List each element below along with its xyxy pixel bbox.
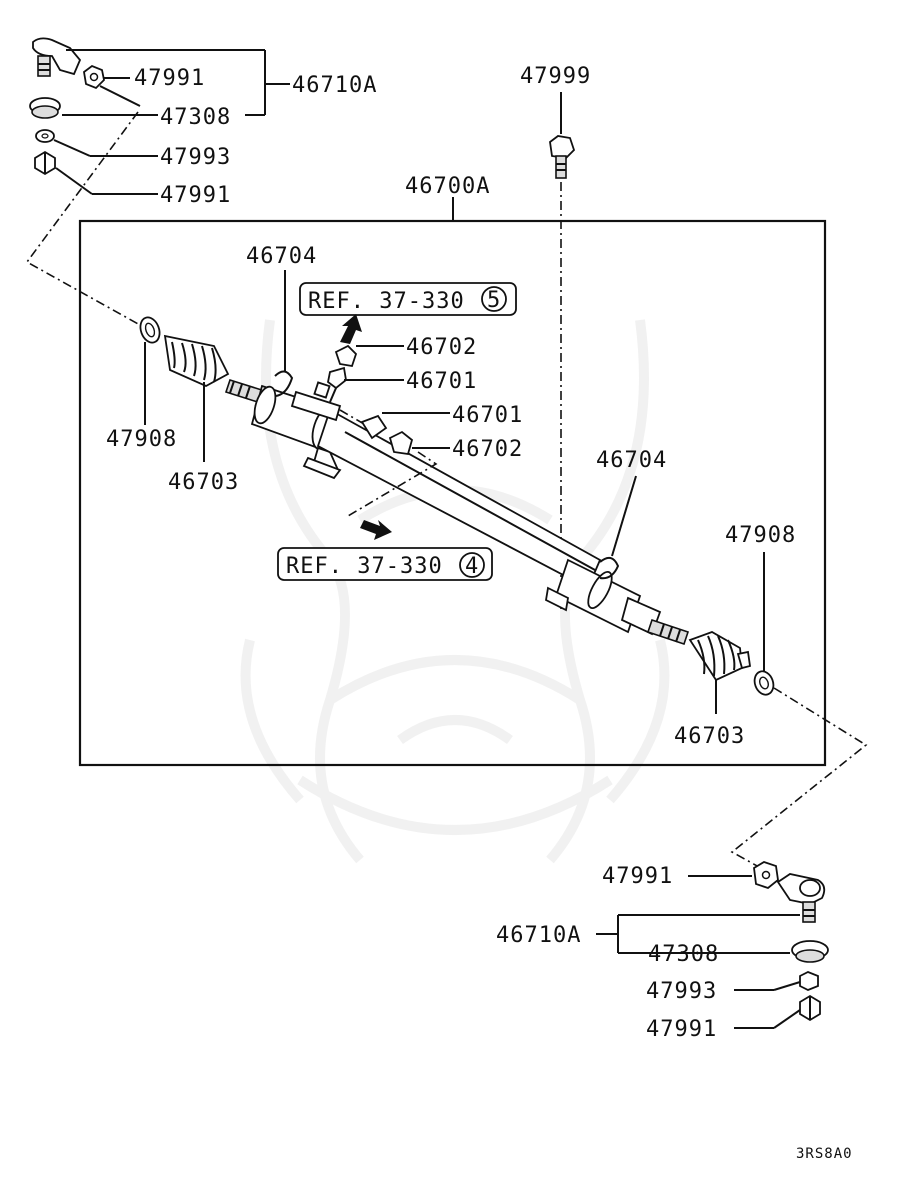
label-46702-lower: 46702 bbox=[452, 437, 523, 462]
label-47991-br-b: 47991 bbox=[646, 1017, 717, 1042]
left-clip-icon bbox=[139, 316, 161, 344]
assembly-label: 46700A bbox=[405, 174, 490, 199]
dashed-leader-right bbox=[730, 687, 868, 873]
ref-box-upper[interactable]: REF. 37-330 5 bbox=[299, 282, 517, 316]
label-47999: 47999 bbox=[520, 64, 591, 89]
label-46702-upper: 46702 bbox=[406, 335, 477, 360]
washer-icon-br bbox=[799, 971, 819, 991]
steering-rack-housing bbox=[224, 379, 690, 646]
boot-icon-br bbox=[791, 940, 829, 963]
nut-icon bbox=[83, 64, 105, 90]
left-bellows-icon bbox=[163, 334, 230, 388]
ref-box-lower[interactable]: REF. 37-330 4 bbox=[277, 547, 493, 581]
label-47991-top: 47991 bbox=[134, 66, 205, 91]
top-left-tie-rod-group: 47991 47308 47993 47991 46710A bbox=[29, 37, 377, 208]
label-46710A-br: 46710A bbox=[496, 923, 581, 948]
label-46704-left: 46704 bbox=[246, 244, 317, 269]
label-47308-br: 47308 bbox=[648, 942, 719, 967]
boot-icon bbox=[29, 97, 61, 119]
label-46703-right: 46703 bbox=[674, 724, 745, 749]
label-46701-upper: 46701 bbox=[406, 369, 477, 394]
lower-flare-nut-icon bbox=[388, 430, 414, 456]
ref-upper-text: REF. 37-330 bbox=[308, 289, 465, 314]
label-47908-right: 47908 bbox=[725, 523, 796, 548]
lock-nut-icon bbox=[34, 150, 56, 176]
dashed-leader-left bbox=[25, 111, 141, 326]
diagram-code: 3RS8A0 bbox=[796, 1146, 853, 1162]
label-47993-br: 47993 bbox=[646, 979, 717, 1004]
upper-flare-nut-icon bbox=[334, 344, 358, 368]
right-clip-icon bbox=[753, 670, 775, 696]
lower-union-icon bbox=[360, 414, 388, 440]
lock-nut-icon-br bbox=[799, 994, 821, 1022]
ref-lower-circle: 4 bbox=[465, 554, 479, 579]
right-bellows-icon bbox=[688, 631, 752, 682]
label-47991-top-b: 47991 bbox=[160, 183, 231, 208]
label-47993-top: 47993 bbox=[160, 145, 231, 170]
tie-rod-end-icon-br bbox=[776, 873, 826, 923]
washer-icon bbox=[35, 129, 55, 143]
arrow-up-icon bbox=[340, 314, 362, 344]
bolt-icon bbox=[549, 135, 576, 179]
nut-icon-br bbox=[753, 861, 779, 890]
label-47908-left: 47908 bbox=[106, 427, 177, 452]
ref-upper-circle: 5 bbox=[487, 288, 501, 313]
upper-union-icon bbox=[327, 366, 347, 403]
label-46710A-top: 46710A bbox=[292, 73, 377, 98]
ref-lower-text: REF. 37-330 bbox=[286, 554, 443, 579]
label-46704-right: 46704 bbox=[596, 448, 667, 473]
tie-rod-end-icon bbox=[32, 37, 82, 77]
arrow-down-icon bbox=[360, 520, 392, 540]
label-46701-lower: 46701 bbox=[452, 403, 523, 428]
bottom-right-tie-rod-group: 47991 46710A 47308 47993 4799 bbox=[496, 861, 829, 1042]
label-46703-left: 46703 bbox=[168, 470, 239, 495]
label-47991-br: 47991 bbox=[602, 864, 673, 889]
label-47308-top: 47308 bbox=[160, 105, 231, 130]
